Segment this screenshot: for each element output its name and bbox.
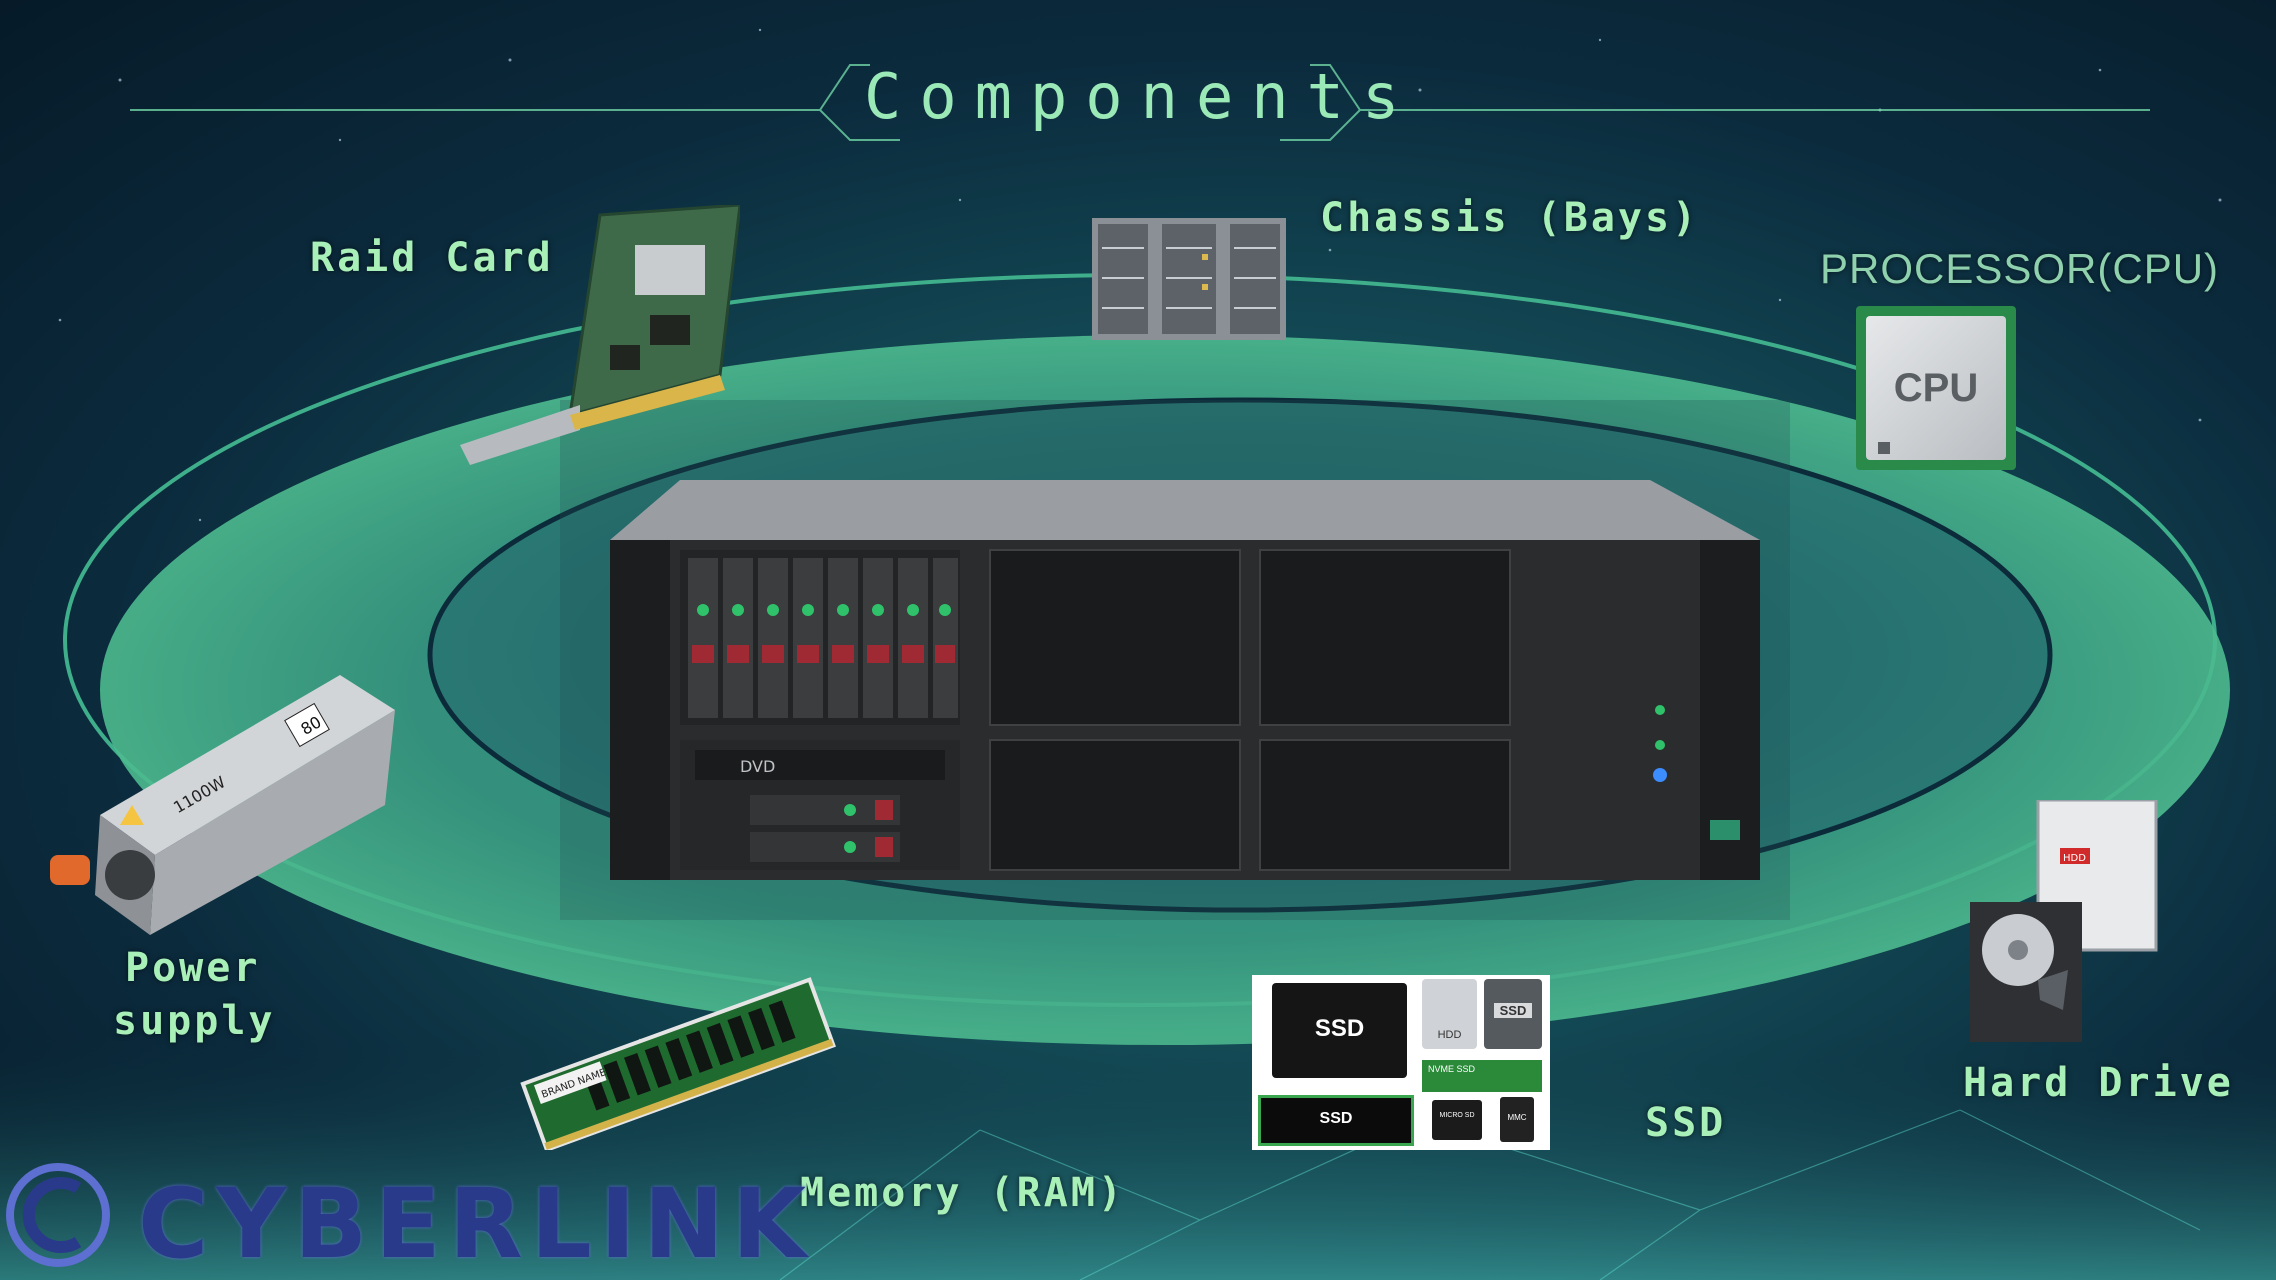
brand-name: CYBERLINK xyxy=(138,1168,815,1280)
ssd-small-label: SSD xyxy=(1494,1003,1532,1018)
label-hard-drive: Hard Drive xyxy=(1963,1060,2234,1106)
label-raid-card: Raid Card xyxy=(310,235,554,281)
ssd-bar-label: SSD xyxy=(1319,1110,1353,1127)
raid-card-image xyxy=(460,205,740,465)
dvd-text: DVD xyxy=(740,757,775,776)
ssd-big-label: SSD xyxy=(1314,1015,1365,1042)
ssd-small: SSD xyxy=(1484,979,1542,1049)
ram-image: BRAND NAME xyxy=(520,977,836,1150)
hdd-small: HDD xyxy=(1422,979,1477,1049)
brand-logo xyxy=(0,1150,780,1280)
label-power-supply-line1: Power xyxy=(125,945,261,991)
cpu-image: CPU xyxy=(1856,306,2016,470)
hard-drive-image: HDD xyxy=(1970,800,2158,1042)
label-processor: PROCESSOR(CPU) xyxy=(1820,245,2220,292)
hdd-label-text: HDD xyxy=(2063,853,2086,864)
ssd-collage: SSD HDD SSD NVME SSD SSD MICRO SD MMC xyxy=(1252,975,1550,1150)
cpu-pin-marker xyxy=(1878,442,1890,454)
label-chassis: Chassis (Bays) xyxy=(1320,195,1700,241)
micro-sd-label: MICRO SD xyxy=(1439,1112,1475,1119)
label-memory: Memory (RAM) xyxy=(800,1170,1125,1216)
label-power-supply-line2: supply xyxy=(113,998,276,1044)
page-title: Components xyxy=(864,60,1418,133)
server-image: DVD xyxy=(560,400,1790,920)
nvme-stick: NVME SSD xyxy=(1422,1060,1542,1092)
ssd-big: SSD xyxy=(1272,983,1407,1078)
micro-sd: MICRO SD xyxy=(1432,1100,1482,1140)
ssd-bar: SSD xyxy=(1258,1095,1414,1146)
cpu-chip-label: CPU xyxy=(1893,366,1979,410)
brand-logo-emblem xyxy=(6,1163,110,1267)
chassis-image xyxy=(1092,218,1286,340)
mmc-card: MMC xyxy=(1500,1097,1534,1142)
label-ssd: SSD xyxy=(1645,1100,1727,1146)
cpu-chip: CPU xyxy=(1866,316,2006,460)
nvme-label: NVME SSD xyxy=(1428,1064,1476,1074)
mmc-label: MMC xyxy=(1507,1113,1527,1122)
title-bar: Components xyxy=(0,40,2276,160)
hdd-small-label: HDD xyxy=(1437,1029,1462,1041)
power-supply-image: 80 1100W xyxy=(50,675,395,935)
